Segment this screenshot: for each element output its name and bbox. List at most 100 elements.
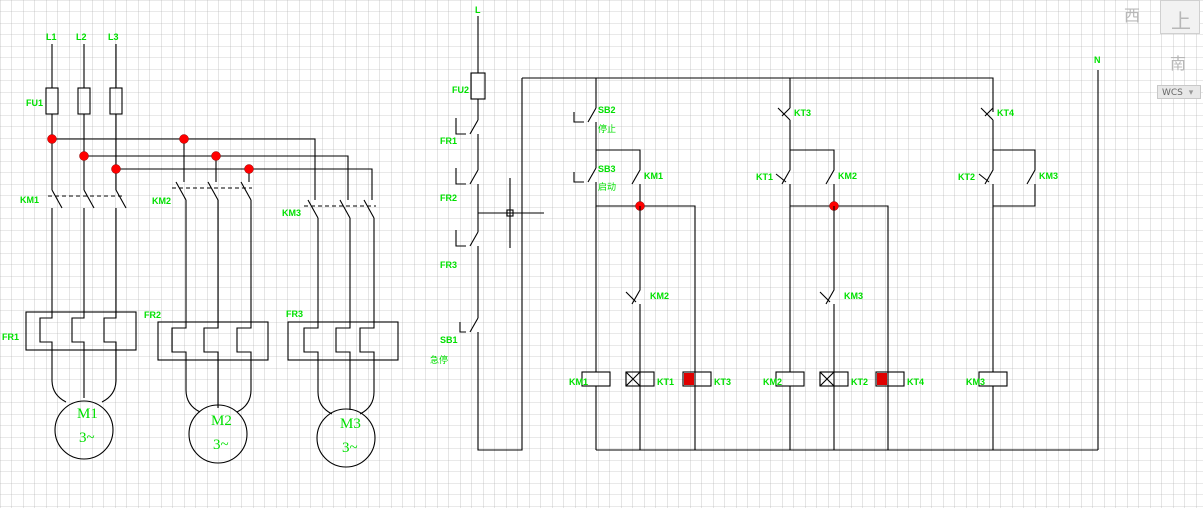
km2-outputs: [185, 200, 252, 322]
kt3-coil-label: KT3: [714, 377, 731, 387]
fu1-label: FU1: [26, 98, 43, 108]
kt4-contact: [980, 107, 994, 150]
chevron-down-icon: ▾: [1188, 88, 1194, 98]
km2-interlock-contact: [595, 206, 641, 372]
wcs-label: WCS: [1162, 88, 1183, 98]
sb1-emergency-stop: [459, 78, 523, 451]
viewcube-top-face[interactable]: 上: [1160, 0, 1200, 34]
m2-phase: 3~: [213, 437, 229, 453]
sb1-text: 急停: [430, 354, 448, 366]
km1-holding-label: KM1: [644, 171, 663, 181]
junction-dot: [79, 151, 89, 161]
fr1-elements: [39, 312, 117, 350]
branch2-bus: [790, 205, 889, 450]
kt1-label: KT1: [756, 172, 773, 182]
branch1-coil-returns: [595, 386, 641, 450]
m3-feeds: [317, 360, 375, 415]
fr3-elements: [303, 322, 375, 360]
km2-holding-label: KM2: [838, 171, 857, 181]
km2-contacts: [175, 181, 252, 201]
fu2-label: FU2: [452, 85, 469, 95]
kt2-label: KT2: [958, 172, 975, 182]
kt1-coil-delay-symbol: [625, 371, 641, 387]
km1-outputs: [51, 208, 117, 312]
m2-name: M2: [211, 413, 232, 429]
junction-dot: [47, 134, 57, 144]
sb2-text: 停止: [598, 123, 616, 135]
kt2-coil-label: KT2: [851, 377, 868, 387]
m1-name: M1: [77, 406, 98, 422]
km3-interlock-label: KM3: [844, 291, 863, 301]
kt2-contact: [978, 150, 994, 372]
rail-drops: [595, 78, 791, 108]
km1-coil-label: KM1: [569, 377, 588, 387]
fr3-nc-label: FR3: [440, 260, 457, 270]
sb1-label: SB1: [440, 335, 458, 345]
fr2-label: FR2: [144, 310, 161, 320]
junction-dot: [179, 134, 189, 144]
kt1-contact: [775, 150, 791, 206]
l3-label: L3: [108, 32, 119, 42]
bus-lines: [52, 138, 373, 200]
m1-feeds: [51, 350, 117, 403]
sb2-stop-button: [573, 107, 597, 168]
kt3-label: KT3: [794, 108, 811, 118]
fr2-relay: [157, 321, 269, 361]
km3-interlock-contact: [789, 206, 835, 372]
viewcube[interactable]: 西 上 南: [1118, 0, 1203, 105]
m1-phase: 3~: [79, 430, 95, 446]
km2-label: KM2: [152, 196, 171, 206]
kt4-label: KT4: [997, 108, 1014, 118]
km3-contacts: [307, 199, 375, 219]
top-rail: [522, 77, 994, 112]
kt3-contact: [777, 107, 791, 150]
sb3-start-button: [573, 167, 696, 450]
fr2-nc-label: FR2: [440, 193, 457, 203]
kt4-coil: [875, 371, 905, 387]
kt2-coil-delay-symbol: [819, 371, 835, 387]
km1-label: KM1: [20, 195, 39, 205]
l1-label: L1: [46, 32, 57, 42]
crosshair-cursor: [478, 178, 544, 248]
m3-phase: 3~: [342, 440, 358, 456]
viewcube-south[interactable]: 南: [1170, 54, 1187, 73]
n-label: N: [1094, 55, 1101, 65]
sb3-text: 启动: [598, 181, 616, 193]
m2-feeds: [185, 360, 252, 413]
viewcube-top[interactable]: 上: [1171, 9, 1191, 33]
kt3-coil: [682, 371, 712, 387]
fr3-nc-contact: [455, 230, 479, 318]
kt1-coil-label: KT1: [657, 377, 674, 387]
fr2-elements: [171, 322, 252, 360]
motor-m3: [316, 408, 376, 468]
fr1-label: FR1: [2, 332, 19, 342]
junction-dot: [111, 164, 121, 174]
km3-coil-label: KM3: [966, 377, 985, 387]
fr3-relay: [287, 321, 399, 361]
main-circuit: L1 L2 L3 FU1 KM1 KM2 KM3: [2, 32, 399, 468]
km3-outputs: [317, 218, 375, 322]
km2-interlock-label: KM2: [650, 291, 669, 301]
junction-dot: [211, 151, 221, 161]
incoming-lines: [51, 44, 117, 88]
fr1-nc-label: FR1: [440, 136, 457, 146]
wcs-menu[interactable]: WCS ▾: [1157, 85, 1201, 99]
branch2-coil-returns: [789, 386, 835, 450]
control-circuit: L N FU2 FR1 FR2 FR3 SB1 急停 SB2 停止 SB3 启: [430, 5, 1101, 451]
kt3-coil-fill: [684, 373, 694, 385]
km2-coil-label: KM2: [763, 377, 782, 387]
km1-contacts: [51, 189, 127, 209]
kt4-coil-label: KT4: [907, 377, 924, 387]
motor-m1: [54, 400, 114, 460]
kt4-coil-fill: [877, 373, 887, 385]
motor-m2: [188, 404, 248, 464]
crosshair-pickbox: [506, 209, 514, 217]
viewcube-west[interactable]: 西: [1124, 6, 1141, 25]
km3-holding-label: KM3: [1039, 171, 1058, 181]
m3-name: M3: [340, 416, 361, 432]
fr1-nc-contact: [455, 118, 479, 170]
fr2-nc-contact: [455, 168, 479, 232]
junction-dot: [244, 164, 254, 174]
